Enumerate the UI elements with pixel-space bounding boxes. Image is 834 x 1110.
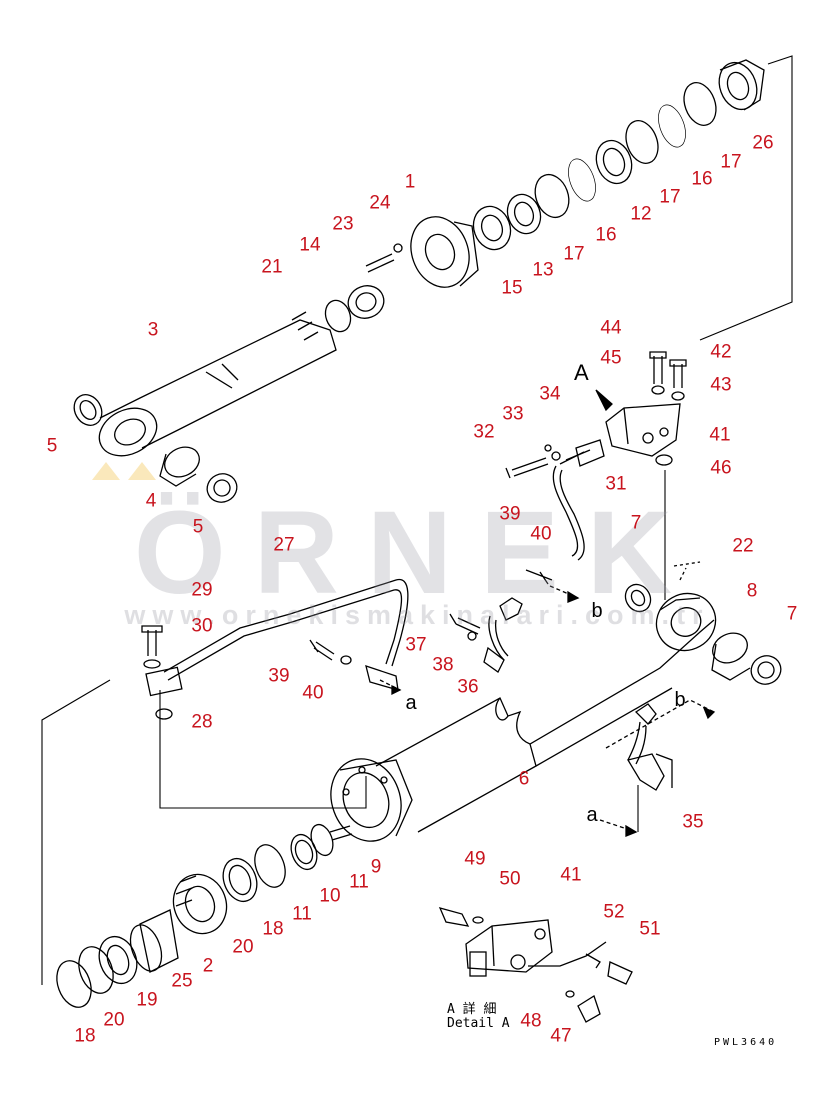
detail-caption-en: Detail A [447, 1016, 510, 1031]
part-label: 41 [560, 864, 582, 886]
part-label: 40 [530, 523, 552, 545]
part-label: 42 [710, 341, 732, 363]
part-label: 44 [600, 317, 622, 339]
part-label: 17 [563, 243, 585, 265]
part-label: 7 [630, 512, 642, 534]
part-label: 46 [710, 457, 732, 479]
part-label: 7 [786, 603, 798, 625]
detail-caption-jp: A 詳 細 [447, 1002, 497, 1017]
part-label: 21 [261, 256, 283, 278]
part-label: 18 [262, 918, 284, 940]
part-label: 5 [46, 435, 58, 457]
part-label: 36 [457, 676, 479, 698]
part-label: 37 [405, 634, 427, 656]
cylinder-head [410, 216, 479, 288]
part-label: 13 [532, 259, 554, 281]
part-label: 27 [273, 534, 295, 556]
part-label: 5 [192, 516, 204, 538]
bushing-4 [164, 446, 200, 478]
part-label: 19 [136, 989, 158, 1011]
watermark-brand: ÖRNEK [133, 487, 701, 619]
part-label: 14 [299, 234, 321, 256]
part-label: 43 [710, 374, 732, 396]
flow-letter-a: a [405, 692, 417, 714]
part-label: 3 [147, 319, 159, 341]
part-label: 24 [369, 192, 391, 214]
part-label: 8 [746, 580, 758, 602]
part-label: 33 [502, 403, 524, 425]
part-label: 26 [752, 132, 774, 154]
part-label: 47 [550, 1025, 572, 1047]
part-label: 18 [74, 1025, 96, 1047]
view-mark-a: A [574, 360, 589, 385]
part-label: 39 [268, 665, 290, 687]
part-label: 28 [191, 711, 213, 733]
part-label: 2 [202, 955, 214, 977]
part-label: 15 [501, 277, 523, 299]
part-label: 35 [682, 811, 704, 833]
watermark-umlaut [92, 462, 182, 486]
flow-letter-b: b [674, 689, 686, 711]
watermark-url: www.ornekismakinalari.com.tr [124, 600, 710, 630]
piston-2 [172, 873, 228, 935]
flow-letter-b: b [591, 600, 603, 622]
part-label: 11 [349, 871, 369, 893]
frame-lines [41, 55, 793, 985]
part-label: 23 [332, 213, 354, 235]
part-label: 31 [605, 473, 627, 495]
drawing-code: PWL3640 [714, 1037, 778, 1048]
valve-block-detail [465, 919, 553, 977]
piston-rod [98, 311, 337, 457]
dust-seal-5b [206, 473, 238, 503]
part-label: 29 [191, 579, 213, 601]
cylinder-tube [330, 592, 717, 842]
part-label: 10 [319, 885, 341, 907]
flow-letter-a: a [586, 804, 598, 826]
part-label: 20 [232, 936, 254, 958]
part-label: 20 [103, 1009, 125, 1031]
part-label: 41 [709, 424, 731, 446]
part-label: 39 [499, 503, 521, 525]
part-label: 17 [720, 151, 742, 173]
part-label: 48 [520, 1010, 542, 1032]
part-label: 4 [145, 490, 157, 512]
part-label: 32 [473, 421, 495, 443]
part-label: 22 [732, 535, 754, 557]
part-label: 50 [499, 868, 521, 890]
part-label: 52 [603, 901, 625, 923]
part-label: 16 [595, 224, 617, 246]
part-label: 30 [191, 615, 213, 637]
part-label: 12 [630, 203, 652, 225]
part-label: 17 [659, 186, 681, 208]
part-label: 1 [404, 171, 416, 193]
part-label: 45 [600, 347, 622, 369]
part-label: 6 [518, 768, 530, 790]
tube-27 [163, 578, 409, 681]
part-label: 11 [292, 903, 312, 925]
valve-block-upper [605, 403, 681, 457]
part-label: 34 [539, 383, 561, 405]
part-label: 49 [464, 848, 486, 870]
part-label: 25 [171, 970, 193, 992]
part-label: 16 [691, 168, 713, 190]
dust-seal-5a [73, 394, 103, 426]
part-label: 51 [639, 918, 661, 940]
part-label: 38 [432, 654, 454, 676]
part-label: 9 [370, 856, 382, 878]
part-label: 40 [302, 682, 324, 704]
